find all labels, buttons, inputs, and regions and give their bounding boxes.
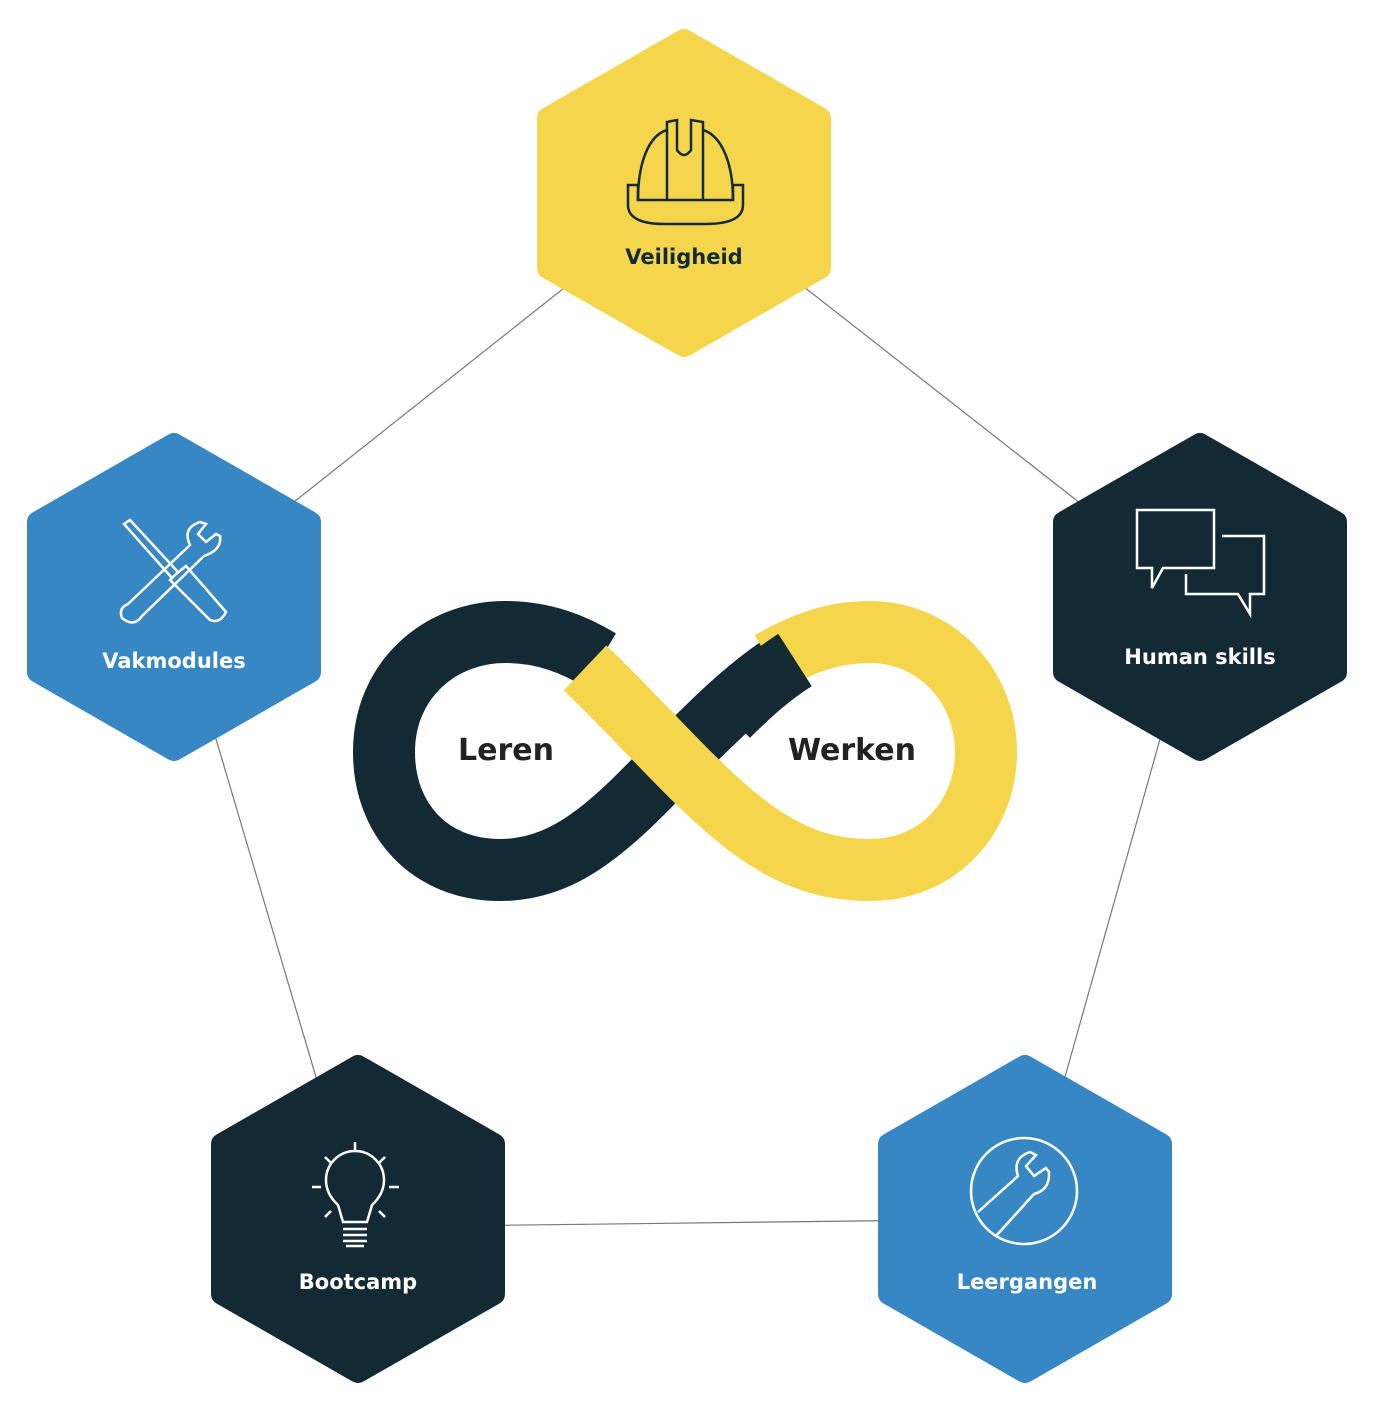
center-label-werken: Werken bbox=[788, 733, 916, 768]
hexagon bbox=[27, 433, 321, 761]
node-label: Vakmodules bbox=[102, 649, 245, 673]
node-human-skills[interactable]: Human skills bbox=[1053, 433, 1347, 761]
hexagon bbox=[537, 29, 831, 357]
node-label: Veiligheid bbox=[625, 245, 742, 269]
node-label: Leergangen bbox=[957, 1270, 1098, 1294]
node-vakmodules[interactable]: Vakmodules bbox=[27, 433, 321, 761]
chat-bubbles-icon bbox=[1135, 508, 1266, 619]
hexagon bbox=[878, 1055, 1172, 1383]
lightbulb-icon bbox=[312, 1142, 399, 1248]
node-label: Human skills bbox=[1124, 645, 1275, 669]
infinity-symbol bbox=[352, 600, 1018, 902]
hard-hat-icon bbox=[626, 118, 745, 226]
tools-icon bbox=[119, 518, 228, 624]
node-bootcamp[interactable]: Bootcamp bbox=[211, 1055, 505, 1383]
infinity-dark-tip bbox=[706, 633, 813, 738]
wrench-circle-icon bbox=[969, 1136, 1079, 1246]
hexagon bbox=[1053, 433, 1347, 761]
infinity-yellow-loop bbox=[563, 600, 1018, 902]
node-label: Bootcamp bbox=[299, 1270, 417, 1294]
node-leergangen[interactable]: Leergangen bbox=[878, 1055, 1172, 1383]
hexagon bbox=[211, 1055, 505, 1383]
node-veiligheid[interactable]: Veiligheid bbox=[537, 29, 831, 357]
center-label-leren: Leren bbox=[458, 733, 554, 768]
